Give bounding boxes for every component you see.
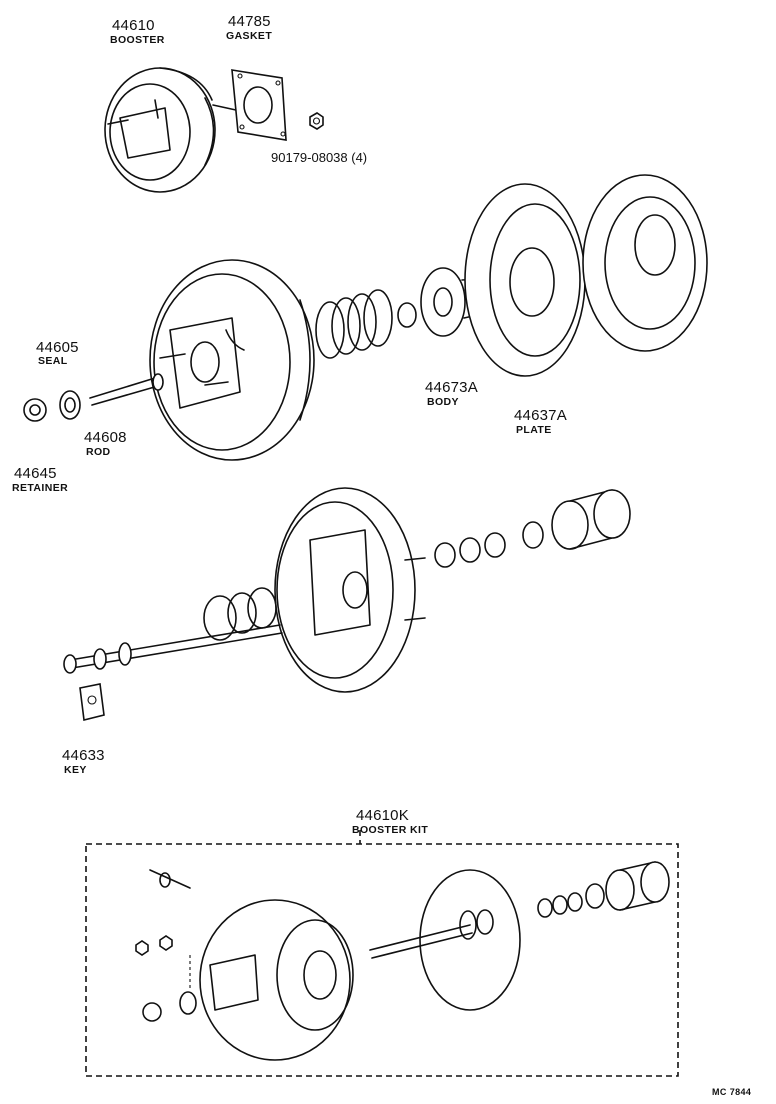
part-number-body: 44673A	[425, 379, 478, 396]
part-name-plate: PLATE	[516, 424, 552, 436]
part-name-body: BODY	[427, 396, 459, 408]
booster-rear-shell	[149, 259, 315, 461]
rod-assembly	[63, 624, 283, 674]
boot-part	[551, 489, 631, 550]
part-number-rod: 44608	[84, 429, 127, 446]
retainer-part	[23, 398, 47, 422]
washers	[434, 521, 544, 568]
push-rod	[89, 373, 164, 406]
seal-part	[59, 390, 81, 420]
return-spring	[315, 289, 393, 359]
part-name-rod: ROD	[86, 446, 111, 458]
part-name-key: KEY	[64, 764, 87, 776]
part-number-plate: 44637A	[514, 407, 567, 424]
figure-code: MC 7844	[712, 1087, 752, 1097]
part-name-booster-kit: BOOSTER KIT	[352, 824, 429, 836]
part-number-seal: 44605	[36, 339, 79, 356]
o-rings	[203, 587, 277, 641]
part-number-gasket: 44785	[228, 13, 271, 30]
key-part	[79, 683, 105, 721]
booster-assembly-small	[104, 67, 246, 193]
nut-part	[309, 112, 324, 130]
part-name-retainer: RETAINER	[12, 482, 69, 494]
part-number-retainer: 44645	[14, 465, 57, 482]
part-number-key: 44633	[62, 747, 105, 764]
part-number-booster: 44610	[112, 17, 155, 34]
part-name-booster: BOOSTER	[110, 34, 165, 46]
front-shell-cover	[582, 174, 708, 352]
booster-kit-box	[85, 830, 679, 1077]
small-ring	[397, 302, 417, 328]
part-name-seal: SEAL	[38, 355, 68, 367]
part-number-booster-kit: 44610K	[356, 807, 409, 824]
gasket-part	[231, 69, 287, 141]
part-name-gasket: GASKET	[226, 30, 273, 42]
part-number-nut: 90179-08038 (4)	[271, 150, 368, 165]
diaphragm-plate	[464, 183, 586, 377]
front-shell	[274, 487, 426, 693]
